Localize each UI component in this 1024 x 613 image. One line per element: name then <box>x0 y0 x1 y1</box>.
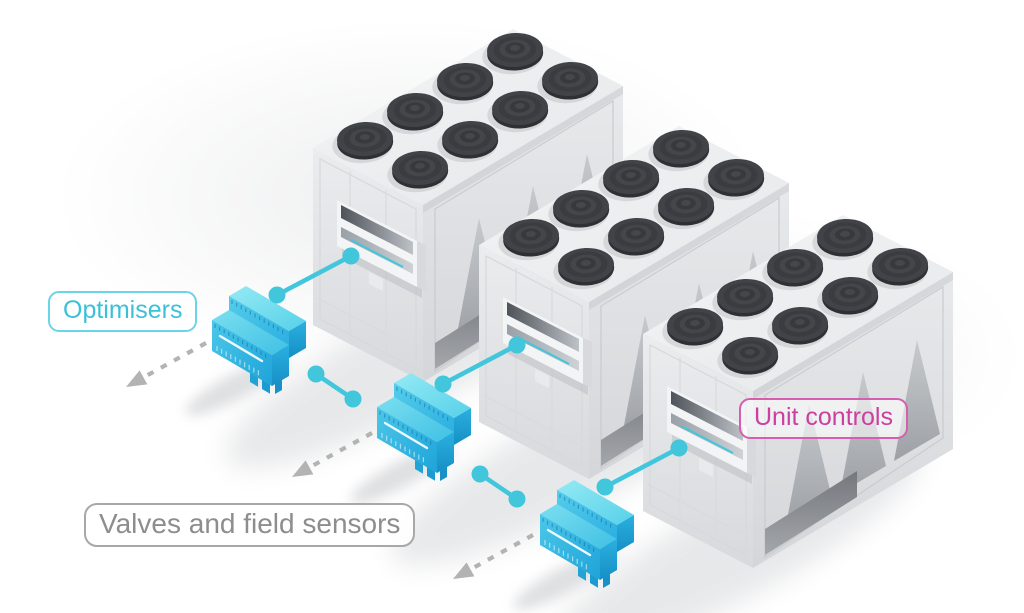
unit-controls-label: Unit controls <box>739 398 908 439</box>
optimisers-label: Optimisers <box>48 291 198 332</box>
field-arrow-1 <box>126 343 206 387</box>
optimisers-label-text: Optimisers <box>63 296 183 324</box>
unit-controls-label-text: Unit controls <box>754 403 893 431</box>
valves-field-sensors-label-text: Valves and field sensors <box>99 508 401 539</box>
valves-field-sensors-label: Valves and field sensors <box>84 503 416 548</box>
